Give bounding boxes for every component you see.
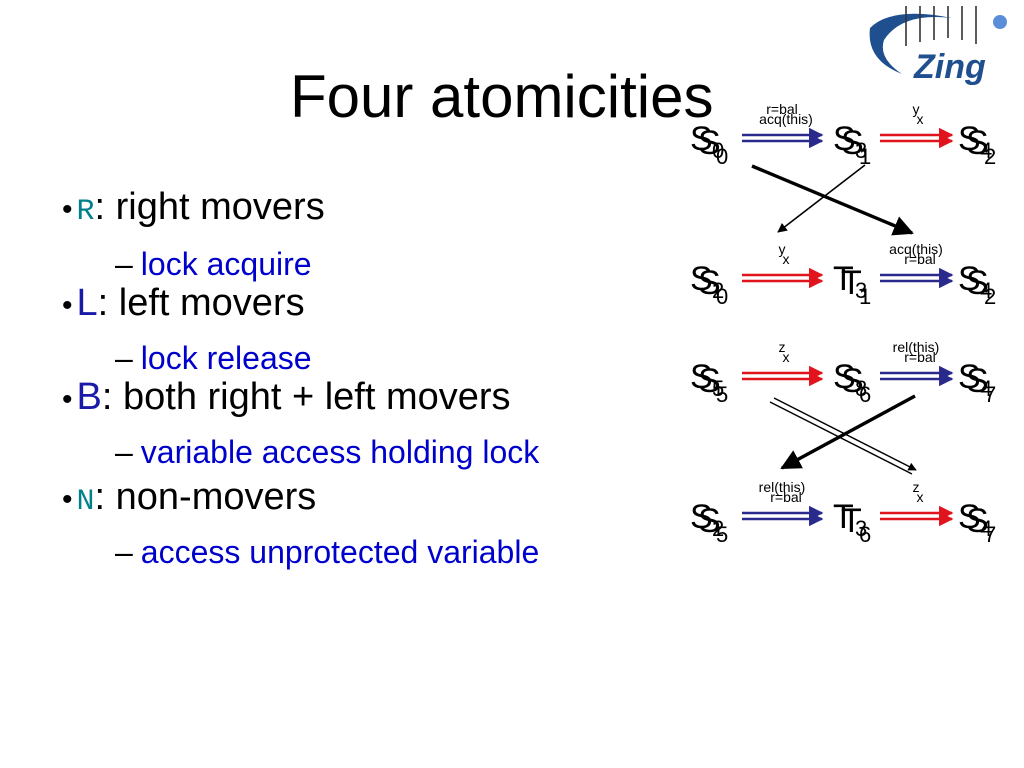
transition-label: r=bal: [904, 349, 936, 365]
state-subscript: 2: [984, 144, 996, 169]
bullet-key: R: [76, 195, 95, 229]
state-subscript: 3: [855, 278, 867, 303]
state-subscript: 1: [859, 144, 871, 169]
state-label: S: [698, 362, 721, 400]
transition-label: y: [913, 101, 920, 117]
state-label: S: [966, 362, 989, 400]
bullet-l: •L: left movers: [62, 282, 305, 324]
state-label: S: [698, 264, 721, 302]
logo-text: Zing: [913, 48, 986, 86]
sub-bullet-l: –lock release: [115, 340, 312, 376]
sub-bullet-b: –variable access holding lock: [115, 434, 540, 470]
state-label: S: [833, 120, 856, 158]
sub-bullet-n: –access unprotected variable: [115, 534, 540, 570]
sub-bullet-text: access unprotected variable: [140, 534, 540, 570]
state-label: S: [841, 362, 864, 400]
state-subscript: 0: [716, 284, 728, 309]
state-subscript: 4: [980, 138, 992, 163]
state-label: S: [841, 124, 864, 162]
state-subscript: 6: [859, 382, 871, 407]
state-subscript: 0: [712, 138, 724, 163]
state-subscript: 3: [855, 516, 867, 541]
state-subscript: 5: [712, 376, 724, 401]
state-subscript: 4: [980, 516, 992, 541]
transition-label: r=bal: [770, 489, 802, 505]
bullet-b: •B: both right + left movers: [62, 376, 511, 418]
state-subscript: 5: [716, 382, 728, 407]
transition-label: x: [783, 349, 790, 365]
state-label: S: [690, 358, 713, 396]
sub-bullet-text: lock acquire: [140, 246, 312, 282]
state-subscript: 8: [855, 376, 867, 401]
state-label: S: [958, 120, 981, 158]
state-label: S: [833, 358, 856, 396]
bullet-key: N: [76, 485, 95, 519]
bullet-key: L: [76, 282, 98, 324]
state-label: S: [958, 498, 981, 536]
state-subscript: 2: [984, 284, 996, 309]
state-label: S: [690, 120, 713, 158]
transition-label: r=bal: [904, 251, 936, 267]
swap-arrow: [773, 397, 917, 471]
sub-bullet-r: –lock acquire: [115, 246, 312, 282]
transition-label: z: [913, 479, 920, 495]
transition-label: rel(this): [759, 479, 806, 495]
state-subscript: 4: [980, 376, 992, 401]
bullet-text: : left movers: [97, 282, 305, 324]
bullet-key: B: [76, 376, 102, 418]
state-label: S: [958, 260, 981, 298]
state-subscript: 0: [716, 144, 728, 169]
zing-logo: Zing: [869, 6, 1007, 86]
transition-label: rel(this): [893, 339, 940, 355]
state-subscript: 1: [859, 284, 871, 309]
logo-swoosh-icon: [869, 13, 952, 74]
bullet-n: •N: non-movers: [62, 476, 317, 519]
state-subscript: 7: [984, 522, 996, 547]
state-label: S: [690, 260, 713, 298]
state-label: T: [841, 264, 862, 302]
sub-bullet-text: variable access holding lock: [140, 434, 540, 470]
bullet-text: : both right + left movers: [101, 376, 511, 418]
state-subscript: 6: [859, 522, 871, 547]
state-label: S: [698, 124, 721, 162]
logo-dot-icon: [993, 15, 1007, 29]
state-label: S: [966, 502, 989, 540]
swap-arrow: [751, 164, 914, 236]
bullet-r: •R: right movers: [62, 186, 325, 229]
state-label: S: [698, 502, 721, 540]
state-label: S: [958, 358, 981, 396]
transition-label: x: [917, 111, 924, 127]
slide-title: Four atomicities: [290, 63, 714, 130]
transition-label: acq(this): [759, 111, 813, 127]
bullet-text: : non-movers: [94, 476, 317, 518]
state-subscript: 2: [712, 516, 724, 541]
swap-arrow: [780, 394, 916, 470]
swap-arrow: [777, 164, 866, 233]
bullet-text: : right movers: [94, 186, 325, 228]
state-label: S: [966, 264, 989, 302]
state-label: T: [833, 498, 854, 536]
transition-label: r=bal: [766, 101, 798, 117]
transition-label: x: [783, 251, 790, 267]
state-label: S: [966, 124, 989, 162]
transition-label: x: [917, 489, 924, 505]
state-label: S: [690, 498, 713, 536]
transition-label: y: [779, 241, 786, 257]
state-subscript: 2: [712, 278, 724, 303]
transition-label: acq(this): [889, 241, 943, 257]
transition-label: z: [779, 339, 786, 355]
state-subscript: 5: [716, 522, 728, 547]
state-label: T: [841, 502, 862, 540]
sub-bullet-text: lock release: [140, 340, 312, 376]
state-subscript: 3: [855, 138, 867, 163]
state-subscript: 4: [980, 278, 992, 303]
state-subscript: 7: [984, 382, 996, 407]
state-label: T: [833, 260, 854, 298]
swap-arrow: [769, 401, 913, 475]
